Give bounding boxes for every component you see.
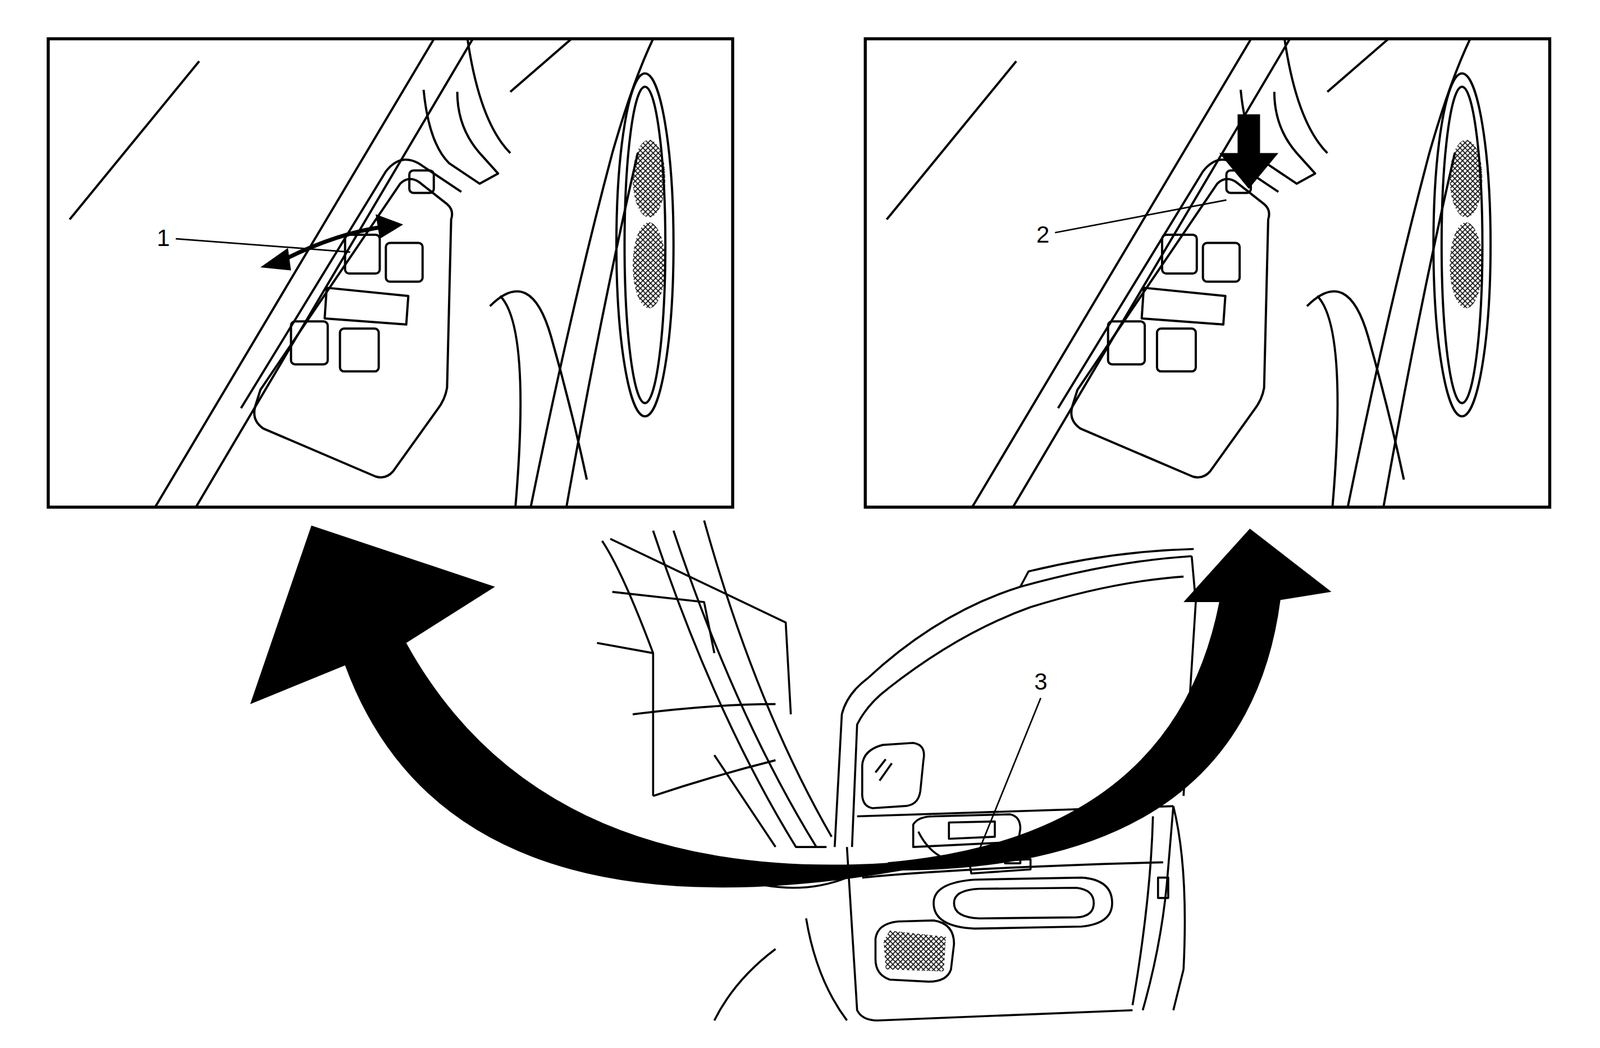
callout-number: 1 xyxy=(154,225,172,251)
callout-number: 2 xyxy=(1034,221,1052,248)
callout-number: 3 xyxy=(1031,668,1050,695)
